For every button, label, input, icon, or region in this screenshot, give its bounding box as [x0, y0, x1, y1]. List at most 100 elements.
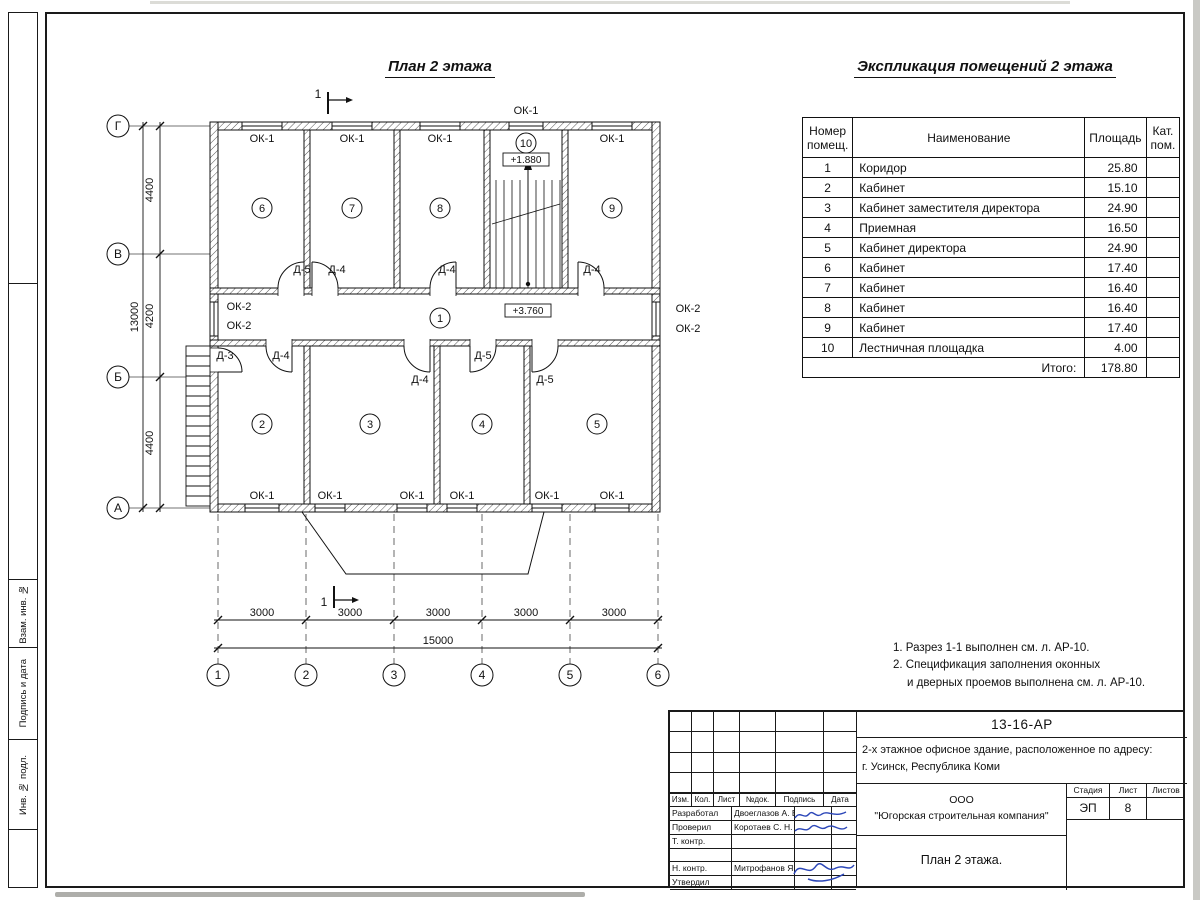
explication-cell-cat [1145, 237, 1181, 258]
dimension-label: 3000 [426, 607, 450, 619]
explication-cell-cat [1145, 177, 1181, 198]
date-cell [832, 862, 856, 876]
date-cell [832, 807, 856, 821]
dimension-label: 13000 [129, 302, 141, 333]
rev-header: №док. [740, 794, 776, 806]
total-category-cell [1145, 357, 1181, 378]
axis-label: 2 [303, 668, 310, 682]
note-line: 1. Разрез 1-1 выполнен см. л. АР-10. [893, 642, 1090, 654]
explication-cell-area: 16.40 [1084, 297, 1147, 318]
scan-artifact [150, 1, 1070, 4]
window-label: ОК-2 [227, 320, 252, 332]
axis-label: 3 [391, 668, 398, 682]
door-label: Д-4 [438, 264, 455, 276]
role-name: Коротаев С. Н. [732, 821, 795, 835]
stage-header: Стадия [1067, 784, 1110, 797]
room-number: 6 [259, 203, 265, 215]
plan-labels: Г В Б А 1 2 3 4 5 6 6 7 8 9 10 1 2 3 4 5… [114, 87, 700, 682]
room-circles [251, 132, 623, 435]
door-label: Д-5 [474, 350, 491, 362]
date-cell [832, 849, 856, 862]
explication-cell-name: Кабинет [852, 317, 1086, 338]
explication-cell-name: Кабинет заместителя директора [852, 197, 1086, 218]
dimension-label: 4200 [144, 304, 156, 328]
explication-cell-area: 16.50 [1084, 217, 1147, 238]
notes: 1. Разрез 1-1 выполнен см. л. АР-10. 2. … [893, 640, 1145, 692]
explication-cell-area: 16.40 [1084, 277, 1147, 298]
revision-cell [692, 772, 714, 793]
revision-cell [670, 712, 692, 733]
date-cell [832, 835, 856, 849]
explication-cell-cat [1145, 277, 1181, 298]
window-label: ОК-2 [227, 301, 252, 313]
role-name: Митрофанов Я. А. [732, 862, 795, 876]
company-and-title: ООО "Югорская строительная компания" Пла… [857, 784, 1067, 890]
door-label: Д-4 [328, 264, 345, 276]
window-label: ОК-1 [318, 490, 343, 502]
drawing-title: План 2 этажа. [920, 853, 1003, 867]
col-header-name: Наименование [852, 117, 1086, 158]
revision-cell [714, 772, 740, 793]
role-label: Утвердил [670, 876, 732, 890]
stage-sheet-block: Стадия Лист Листов ЭП 8 [1067, 784, 1185, 890]
revision-cell [824, 732, 856, 753]
rev-header: Дата [831, 795, 849, 804]
signature-mark [794, 824, 848, 832]
explication-cell-name: Кабинет [852, 257, 1086, 278]
section-label: 1 [321, 595, 328, 609]
room-number: 2 [259, 419, 265, 431]
dimension-label: 3000 [250, 607, 274, 619]
explication-cell-cat [1145, 297, 1181, 318]
signature-cell [795, 821, 832, 835]
rev-header: Подпись [776, 794, 824, 806]
signature-cell [795, 876, 832, 890]
explication-cell-num: 4 [801, 217, 854, 238]
explication-cell-num: 2 [801, 177, 854, 198]
explication-cell-num: 3 [801, 197, 854, 218]
explication-cell-num: 6 [801, 257, 854, 278]
dimension-label: 15000 [423, 635, 454, 647]
description-line: 2-х этажное офисное здание, расположенно… [862, 744, 1153, 756]
dimension-label: 3000 [514, 607, 538, 619]
strip-divider [9, 829, 37, 830]
revision-cell [776, 712, 824, 733]
explication-cell-area: 24.90 [1084, 237, 1147, 258]
window-label: ОК-2 [676, 323, 701, 335]
company-name: ООО "Югорская строительная компания" [857, 784, 1066, 836]
elevation-marks [502, 152, 552, 318]
company-line: "Югорская строительная компания" [874, 809, 1049, 822]
revision-cell [740, 732, 776, 753]
signature-mark [794, 811, 847, 819]
explication-cell-cat [1145, 197, 1181, 218]
elevation-label: +1.880 [511, 155, 542, 166]
window-label: ОК-1 [535, 490, 560, 502]
dimension-lines [138, 121, 663, 653]
door-label: Д-5 [536, 374, 553, 386]
rev-header: Кол. [692, 794, 714, 806]
revision-grid [670, 712, 856, 794]
dimension-label: 3000 [338, 607, 362, 619]
revision-cell [714, 752, 740, 773]
strip-box: Взам. инв. № [9, 579, 37, 647]
room-number: 1 [437, 313, 443, 325]
explication-cell-area: 4.00 [1084, 337, 1147, 358]
strip-divider [9, 283, 37, 284]
plan-title-text: План 2 этажа [385, 58, 495, 78]
total-label: Итого: [801, 357, 1086, 378]
explication-cell-name: Лестничная площадка [852, 337, 1086, 358]
role-name: Двоеглазов А. В. [732, 807, 795, 821]
col-header-category: Кат. пом. [1145, 117, 1181, 158]
role-label: Разработал [670, 807, 732, 821]
role-label: Проверил [670, 821, 732, 835]
description-line: г. Усинск, Республика Коми [862, 761, 1001, 774]
explication-cell-name: Кабинет [852, 297, 1086, 318]
role-name [732, 849, 795, 862]
revision-cell [670, 772, 692, 793]
sheets-header: Листов [1152, 785, 1180, 795]
revision-cell [692, 732, 714, 753]
